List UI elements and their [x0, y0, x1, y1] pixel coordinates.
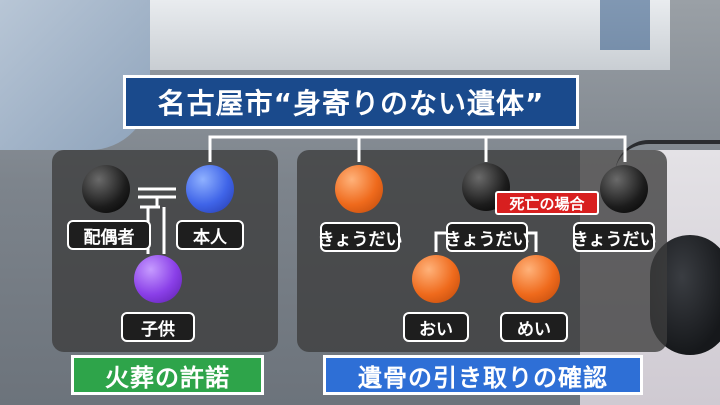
remains-collection-footer: 遺骨の引き取りの確認	[323, 355, 643, 395]
sibling-2-label: きょうだい	[445, 222, 530, 252]
self-figure-icon	[186, 165, 234, 213]
sibling-bracket-line	[208, 135, 627, 162]
sibling-1-label: きょうだい	[318, 222, 403, 252]
child-figure-icon	[134, 255, 182, 303]
spouse-label: 配偶者	[67, 220, 151, 250]
niece-figure-icon	[512, 255, 560, 303]
cable-background	[615, 140, 720, 174]
monitor-screen-edge	[600, 0, 650, 50]
monitor-background	[150, 0, 670, 70]
nephew-figure-icon	[412, 255, 460, 303]
self-label: 本人	[176, 220, 244, 250]
niece-label: めい	[500, 312, 568, 342]
sibling-3-label: きょうだい	[572, 222, 657, 252]
sibling-3-figure-icon	[600, 165, 648, 213]
sibling-1-figure-icon	[335, 165, 383, 213]
nephew-label: おい	[403, 312, 469, 342]
page-title: 名古屋市“身寄りのない遺体”	[123, 75, 579, 129]
cremation-consent-footer: 火葬の許諾	[71, 355, 264, 395]
death-badge: 死亡の場合	[495, 191, 599, 215]
child-label: 子供	[121, 312, 195, 342]
spouse-figure-icon	[82, 165, 130, 213]
